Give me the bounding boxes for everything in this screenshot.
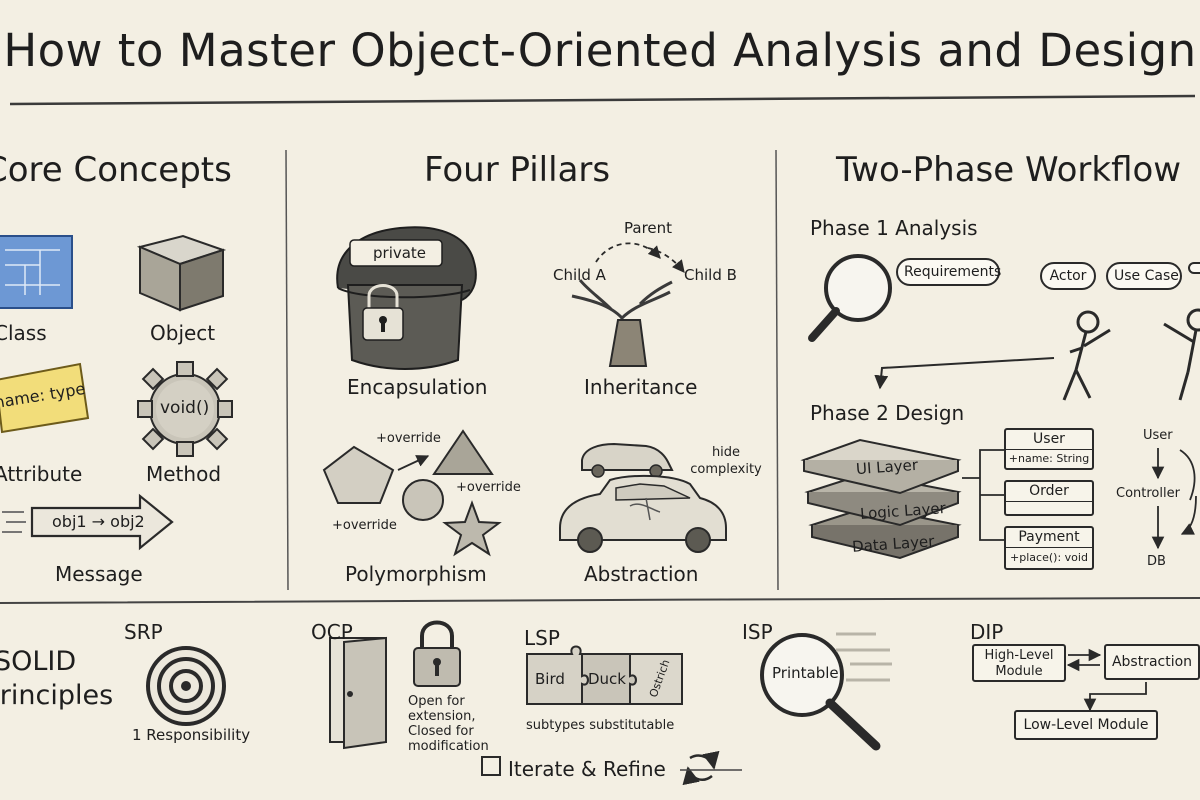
class-user-attr: +name: String xyxy=(1008,452,1090,465)
phase-arrow xyxy=(874,357,1055,390)
shapes-icon xyxy=(322,429,502,557)
gear-icon xyxy=(137,361,233,457)
lsp-desc: subtypes substitutable xyxy=(526,718,675,733)
inheritance-child-b-text: Child B xyxy=(684,266,737,284)
use-case-bubble: Use Case xyxy=(1106,262,1182,290)
override-text-top: +override xyxy=(376,431,441,446)
override-text-left: +override xyxy=(332,518,397,533)
method-gear-text: void() xyxy=(160,398,210,418)
sequence-user-text: User xyxy=(1143,428,1173,443)
title-underline xyxy=(9,94,1196,106)
divider-left xyxy=(285,149,289,591)
requirements-bubble: Requirements xyxy=(896,258,1001,286)
padlock-icon xyxy=(413,620,461,687)
door-icon xyxy=(329,636,387,750)
override-text-right: +override xyxy=(456,480,521,495)
class-order-name: Order xyxy=(1006,482,1092,502)
phase2-label: Phase 2 Design xyxy=(810,401,965,425)
srp-label: SRP xyxy=(124,620,163,644)
isp-label: ISP xyxy=(742,620,773,644)
divider-bottom xyxy=(0,597,1200,604)
class-payment-name: Payment xyxy=(1006,528,1092,548)
divider-right xyxy=(775,149,779,591)
attribute-label: Attribute xyxy=(0,462,83,486)
inheritance-child-a-text: Child A xyxy=(553,266,606,284)
ocp-desc: Open for extension, Closed for modificat… xyxy=(408,694,489,754)
iterate-refine-label: Iterate & Refine xyxy=(508,757,666,781)
sequence-arrows xyxy=(1151,448,1197,550)
message-arrow-icon xyxy=(2,493,174,551)
four-pillars-title: Four Pillars xyxy=(424,150,611,190)
blueprint-icon xyxy=(0,235,73,309)
object-label: Object xyxy=(150,321,216,345)
car-icon xyxy=(559,442,727,553)
tree-icon xyxy=(571,242,685,367)
method-label: Method xyxy=(146,462,222,486)
actor-bubble: Actor xyxy=(1040,262,1096,290)
encapsulation-label: Encapsulation xyxy=(347,375,488,399)
sequence-db-text: DB xyxy=(1147,554,1166,569)
lsp-label: LSP xyxy=(524,626,560,650)
solid-title-line2: Principles xyxy=(0,680,114,711)
srp-desc: 1 Responsibility xyxy=(132,726,251,744)
lsp-bird-text: Bird xyxy=(535,670,565,688)
workflow-title: Two-Phase Workflow xyxy=(836,150,1182,190)
class-connector xyxy=(962,449,1004,541)
class-user-name: User xyxy=(1006,430,1092,450)
sticky-note-icon xyxy=(0,362,90,434)
dip-high-box: High-Level Module xyxy=(972,644,1066,682)
polymorphism-label: Polymorphism xyxy=(345,562,487,586)
magnifier-icon xyxy=(808,254,892,342)
phase1-label: Phase 1 Analysis xyxy=(810,216,978,240)
solid-title-line1: SOLID xyxy=(0,646,77,677)
core-concepts-title: Core Concepts xyxy=(0,150,232,190)
inheritance-parent-text: Parent xyxy=(624,219,673,237)
isp-printable-text: Printable xyxy=(772,664,839,682)
message-label: Message xyxy=(55,562,143,586)
class-box-user: User +name: String xyxy=(1004,428,1094,470)
dip-abstraction-box: Abstraction xyxy=(1104,644,1200,680)
class-payment-op: +place(): void xyxy=(1010,551,1088,564)
class-label: Class xyxy=(0,321,47,345)
sequence-controller-text: Controller xyxy=(1116,486,1180,501)
cube-icon xyxy=(136,234,227,312)
layers-icon xyxy=(800,438,962,560)
target-icon xyxy=(146,646,226,726)
refresh-icon xyxy=(682,750,720,786)
ocp-label: OCP xyxy=(311,620,353,644)
abstraction-label: Abstraction xyxy=(584,562,699,586)
encapsulation-private-text: private xyxy=(373,244,427,262)
dip-low-box: Low-Level Module xyxy=(1014,710,1158,740)
page-title: How to Master Object-Oriented Analysis a… xyxy=(3,24,1197,77)
isp-magnifier-icon xyxy=(760,632,892,751)
puzzle-icon xyxy=(526,645,683,705)
stick-figures-icon xyxy=(1062,308,1200,401)
covered-box-icon xyxy=(336,226,477,370)
class-box-payment: Payment +place(): void xyxy=(1004,526,1094,570)
class-box-order: Order xyxy=(1004,480,1094,516)
dip-arrows xyxy=(1066,648,1147,712)
inheritance-label: Inheritance xyxy=(584,375,698,399)
lsp-duck-text: Duck xyxy=(588,670,626,688)
dip-label: DIP xyxy=(970,620,1004,644)
message-bubble-cropped xyxy=(1188,262,1200,274)
abstraction-note: hide complexity xyxy=(690,445,762,477)
checkbox-icon xyxy=(481,756,501,776)
message-arrow-text: obj1 → obj2 xyxy=(52,512,145,531)
